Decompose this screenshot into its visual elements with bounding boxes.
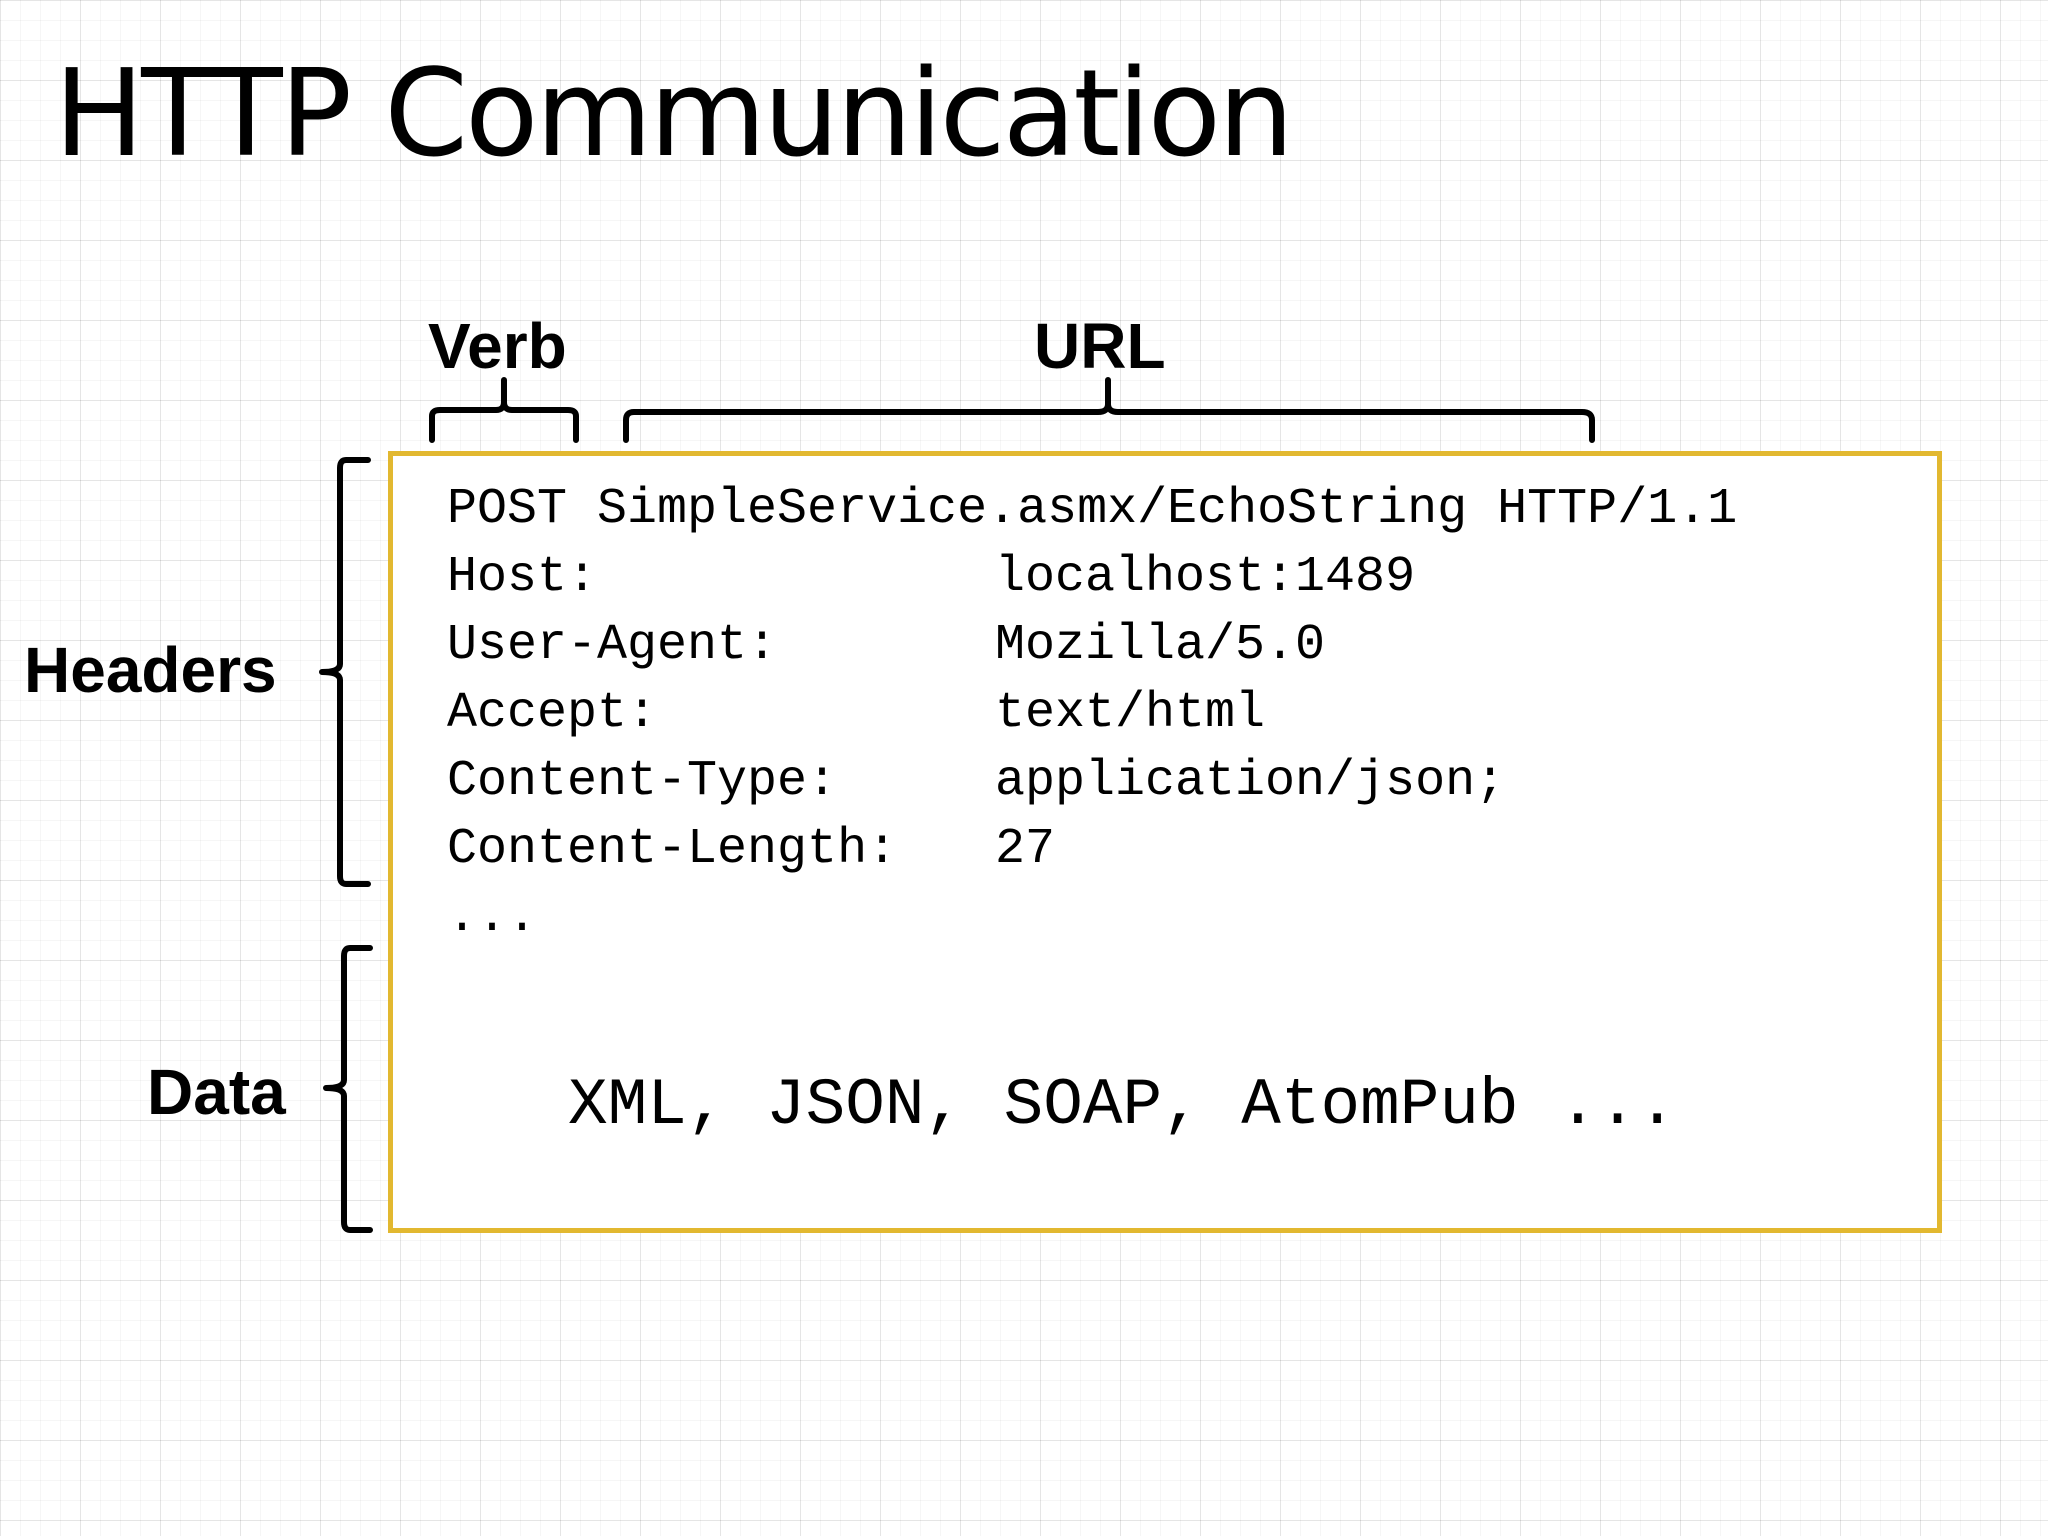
header-row: Content-Type: application/json; <box>447 748 1737 816</box>
header-value: application/json; <box>995 753 1506 810</box>
data-formats: XML, JSON, SOAP, AtomPub ... <box>568 1068 1677 1143</box>
header-value: Mozilla/5.0 <box>995 617 1326 674</box>
header-value: text/html <box>995 685 1266 742</box>
header-name: Host: <box>447 549 598 606</box>
request-lines: POST SimpleService.asmx/EchoString HTTP/… <box>447 476 1737 952</box>
url-bracket <box>623 377 1595 443</box>
header-ellipsis: ... <box>447 889 538 946</box>
verb-bracket <box>429 377 579 443</box>
url-label: URL <box>1034 310 1166 382</box>
verb-label: Verb <box>428 310 567 382</box>
header-value: 27 <box>995 821 1056 878</box>
header-name: Content-Type: <box>447 753 838 810</box>
header-row: Accept: text/html <box>447 680 1737 748</box>
http-request-box: POST SimpleService.asmx/EchoString HTTP/… <box>388 451 1942 1233</box>
header-name: User-Agent: <box>447 617 778 674</box>
headers-bracket <box>319 457 371 887</box>
header-row: Host: localhost:1489 <box>447 544 1737 612</box>
header-row: Content-Length: 27 <box>447 816 1737 884</box>
headers-label: Headers <box>24 634 277 706</box>
data-label: Data <box>147 1056 286 1128</box>
slide-title: HTTP Communication <box>54 45 1294 184</box>
header-name: Accept: <box>447 685 658 742</box>
header-value: localhost:1489 <box>995 549 1416 606</box>
request-line: POST SimpleService.asmx/EchoString HTTP/… <box>447 481 1738 538</box>
header-row: User-Agent: Mozilla/5.0 <box>447 612 1737 680</box>
data-bracket <box>323 945 373 1233</box>
header-name: Content-Length: <box>447 821 898 878</box>
